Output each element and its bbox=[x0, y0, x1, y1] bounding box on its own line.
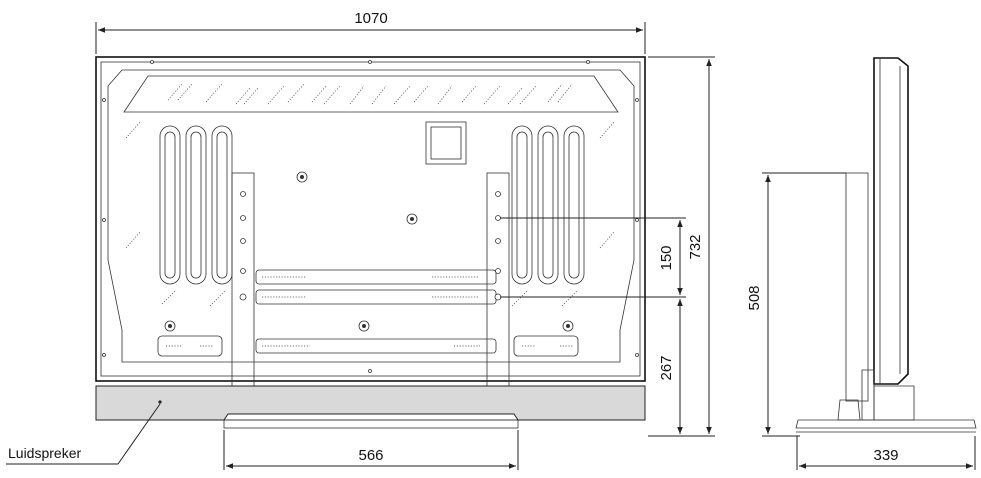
dim-stand-width-label: 566 bbox=[358, 447, 383, 464]
center-vent-bars bbox=[255, 269, 497, 305]
side-view bbox=[795, 57, 977, 433]
bottom-handles bbox=[157, 335, 579, 357]
dim-side-height: 508 bbox=[746, 172, 846, 437]
side-vents bbox=[125, 121, 615, 307]
top-vent-area bbox=[123, 75, 619, 113]
speaker-callout: Luidspreker bbox=[6, 403, 161, 465]
speaker-label: Luidspreker bbox=[8, 445, 81, 461]
side-panel bbox=[873, 57, 909, 385]
rear-view bbox=[95, 56, 646, 429]
speaker-bar bbox=[95, 385, 646, 421]
panel-outline bbox=[95, 56, 646, 382]
edge-holes bbox=[102, 60, 639, 373]
dim-stand-width: 566 bbox=[223, 430, 519, 470]
side-speaker bbox=[873, 385, 915, 421]
dim-side-height-label: 508 bbox=[746, 285, 763, 310]
dim-height-total-label: 732 bbox=[687, 234, 704, 259]
dim-side-depth-label: 339 bbox=[873, 447, 898, 464]
top-vent-dots bbox=[167, 83, 573, 105]
panel-inner-outline bbox=[100, 61, 641, 377]
dim-mount-spacing-label: 150 bbox=[658, 245, 675, 270]
back-cover bbox=[107, 69, 635, 363]
right-louvres bbox=[511, 125, 585, 285]
screw-bosses bbox=[164, 171, 574, 332]
stand-posts bbox=[231, 172, 510, 402]
left-louvres bbox=[159, 125, 233, 285]
dim-mount-to-bottom: 267 bbox=[658, 299, 683, 434]
side-stand-post bbox=[845, 172, 869, 402]
dim-total-width: 1070 bbox=[95, 10, 646, 54]
dim-total-width-label: 1070 bbox=[354, 10, 387, 27]
dim-mount-to-bottom-label: 267 bbox=[658, 355, 675, 380]
dim-mount-spacing: 150 bbox=[500, 217, 686, 298]
dim-height-total: 732 bbox=[648, 56, 715, 437]
side-base-plate bbox=[795, 419, 977, 429]
dim-side-depth: 339 bbox=[796, 436, 976, 470]
stand-base-plate bbox=[223, 419, 519, 429]
terminal-box bbox=[425, 121, 467, 165]
